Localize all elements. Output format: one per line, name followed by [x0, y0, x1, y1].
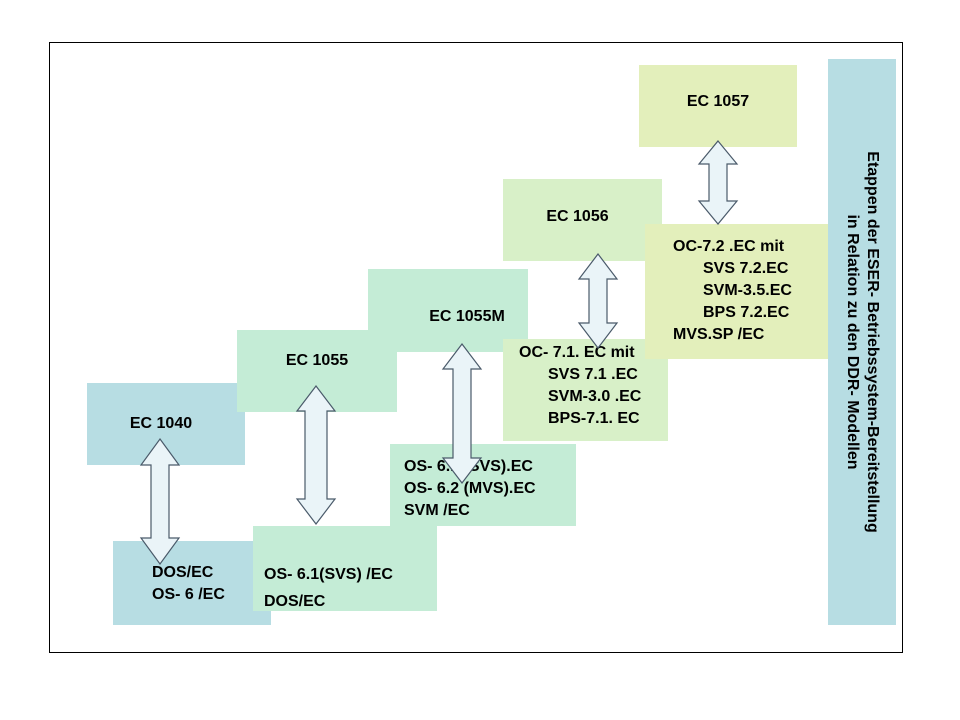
- model-label: EC 1055M: [429, 307, 505, 325]
- title-line-1: Etappen der ESER- Betriebssystem-Bereits…: [864, 151, 881, 533]
- os-line: SVM-3.0 .EC: [548, 388, 642, 405]
- os-line: BPS 7.2.EC: [703, 304, 790, 321]
- os-box-ec1040: DOS/EC OS- 6 /EC: [113, 541, 271, 625]
- double-arrow-icon: [441, 343, 483, 484]
- model-label: EC 1056: [546, 208, 609, 225]
- os-line: OC- 7.1. EC mit: [519, 344, 635, 361]
- os-line: OS- 6.1(SVS) /EC: [264, 566, 393, 583]
- os-line: OS- 6.2 (MVS).EC: [404, 480, 536, 497]
- diagram-title: Etappen der ESER- Betriebssystem-Bereits…: [842, 62, 882, 622]
- double-arrow-icon: [577, 253, 619, 349]
- model-box-ec1057: EC 1057: [639, 65, 797, 147]
- os-line: SVS 7.2.EC: [703, 260, 789, 277]
- os-line: SVS 7.1 .EC: [548, 366, 638, 383]
- double-arrow-icon: [295, 385, 337, 525]
- os-line: BPS-7.1. EC: [548, 410, 640, 427]
- title-line-2: in Relation zu den DDR- Modellen: [844, 214, 861, 470]
- model-label: EC 1040: [129, 415, 193, 432]
- os-line: OS- 6 /EC: [152, 586, 225, 603]
- os-line: OC-7.2 .EC mit: [673, 238, 785, 255]
- model-box-ec1055m: EC 1055M: [368, 269, 528, 352]
- os-line: SVM /EC: [404, 502, 470, 519]
- os-line: DOS/EC: [264, 593, 326, 610]
- os-line: SVM-3.5.EC: [703, 282, 792, 299]
- os-box-ec1056: OC- 7.1. EC mit SVS 7.1 .EC SVM-3.0 .EC …: [503, 339, 668, 441]
- model-label: EC 1055: [285, 352, 349, 369]
- double-arrow-icon: [139, 437, 181, 566]
- os-line: DOS/EC: [152, 564, 214, 581]
- diagram-frame: [49, 42, 903, 653]
- title-band: [828, 59, 896, 625]
- os-box-ec1055m: OS- 6.1 (SVS).EC OS- 6.2 (MVS).EC SVM /E…: [390, 444, 576, 526]
- os-box-ec1055: OS- 6.1(SVS) /EC DOS/EC: [253, 526, 437, 611]
- os-box-ec1057: OC-7.2 .EC mit SVS 7.2.EC SVM-3.5.EC BPS…: [645, 224, 832, 359]
- os-line: MVS.SP /EC: [673, 326, 765, 343]
- double-arrow-icon: [697, 140, 739, 225]
- model-box-ec1056: EC 1056: [503, 179, 662, 261]
- model-label: EC 1057: [686, 93, 750, 110]
